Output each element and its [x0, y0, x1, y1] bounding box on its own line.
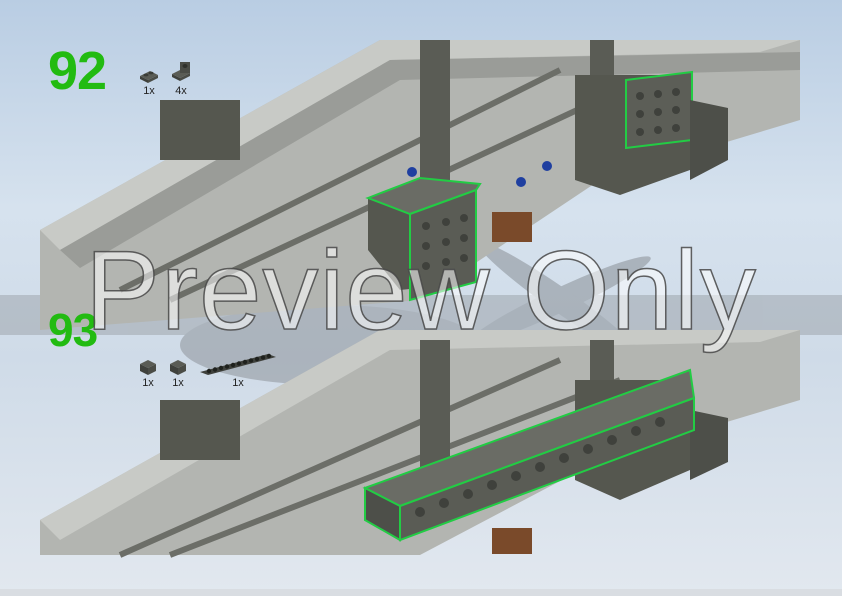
- parts-callout-step-93: 1x 1x 1x: [138, 352, 278, 389]
- brick-1x2-dark-icon: [140, 360, 156, 375]
- bracket-1x2-dark-icon: [172, 62, 190, 81]
- part-item: 1x: [138, 358, 158, 389]
- step-number-93: 93: [48, 304, 98, 356]
- model-step-92: [40, 40, 800, 330]
- brick-1x2-dark-icon: [170, 360, 186, 375]
- part-count: 4x: [175, 85, 187, 97]
- part-count: 1x: [143, 85, 155, 97]
- step-number-92: 92: [48, 41, 107, 101]
- parts-callout-step-92: 1x 4x: [138, 60, 192, 97]
- page-bottom-bar: [0, 589, 842, 596]
- preview-watermark: Preview Only: [84, 227, 757, 354]
- model-step-93: [40, 330, 800, 558]
- part-count: 1x: [232, 377, 244, 389]
- plate-1x2-dark-icon: [140, 71, 158, 83]
- part-count: 1x: [142, 377, 154, 389]
- part-item: 1x: [168, 358, 188, 389]
- technic-beam-1x12-dark-icon: [200, 353, 276, 375]
- part-count: 1x: [172, 377, 184, 389]
- part-item: 4x: [170, 60, 192, 97]
- part-item: 1x: [138, 66, 160, 97]
- part-item: 1x: [198, 352, 278, 389]
